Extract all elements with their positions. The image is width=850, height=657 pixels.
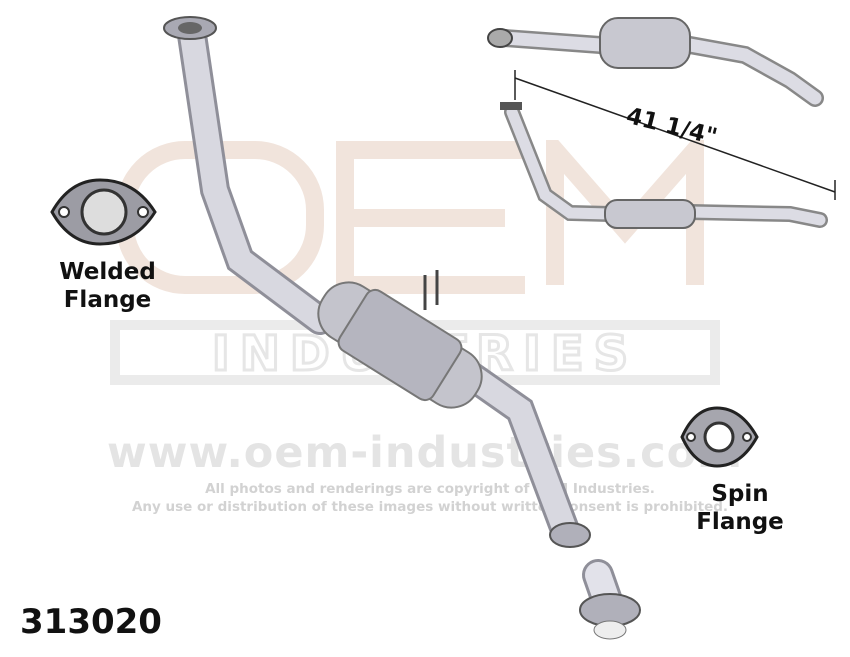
main-pipe [177, 20, 628, 631]
o2-sensor-studs [423, 270, 439, 310]
top-view-pipe [487, 17, 824, 107]
copyright-line-2: Any use or distribution of these images … [131, 499, 729, 515]
catalytic-converter [317, 281, 483, 409]
side-view-pipe [500, 102, 828, 229]
spin-flange-label: Spin Flange [690, 480, 790, 536]
part-number: 313020 [20, 602, 162, 642]
spin-label-line-1: Spin [711, 481, 769, 507]
welded-flange-icon [50, 178, 157, 246]
watermark-url: www.oem-industries.com [107, 428, 743, 478]
welded-label-line-2: Flange [63, 287, 152, 313]
welded-label-line-1: Welded [59, 259, 156, 285]
dimension-line [514, 70, 836, 200]
spin-flange-icon [680, 406, 759, 468]
welded-flange-label: Welded Flange [40, 258, 175, 314]
spin-label-line-2: Flange [696, 509, 784, 535]
